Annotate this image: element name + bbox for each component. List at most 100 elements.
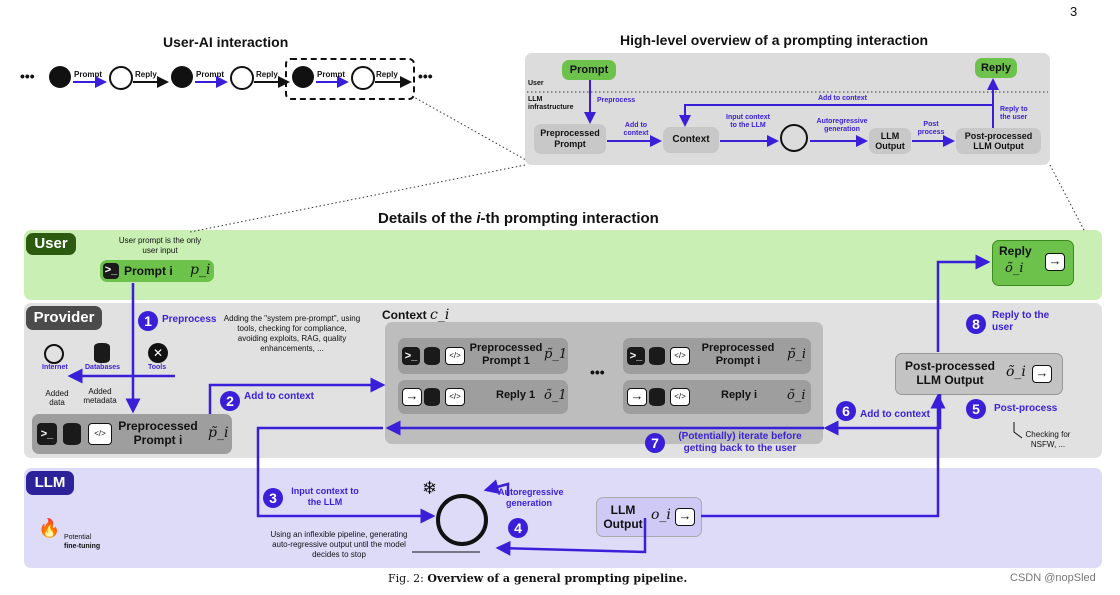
context-r1-label: Reply 1 (496, 389, 536, 401)
llm-output-label: LLM Output (603, 503, 643, 531)
user-note: User prompt is the only user input (118, 236, 202, 255)
database-icon (424, 347, 440, 365)
reply-label: Reply (135, 70, 157, 79)
database-icon (94, 343, 110, 363)
database-icon (424, 388, 440, 406)
step-6-label: Add to context (860, 409, 930, 420)
step-2-badge: 2 (220, 391, 240, 411)
overview-preprocessed-prompt: Preprocessed Prompt (534, 124, 606, 154)
preprocessed-var: p̃_i (208, 425, 229, 441)
step-1-badge: 1 (138, 311, 158, 331)
preprocessed-prompt-i-label: Preprocessed Prompt i (118, 419, 198, 447)
output-icon: → (402, 388, 422, 406)
database-icon (649, 347, 665, 365)
overview-llm-output: LLM Output (869, 128, 911, 154)
user-ai-title: User-AI interaction (163, 34, 289, 50)
step-4-badge: 4 (508, 518, 528, 538)
reply-label: Reply (376, 70, 398, 79)
overview-user-lane: User (528, 80, 544, 87)
added-metadata-label: Added metadata (83, 387, 117, 405)
prompt-i-label: Prompt i (124, 264, 173, 278)
overview-title: High-level overview of a prompting inter… (620, 32, 929, 48)
code-icon: </> (445, 347, 465, 365)
provider-lane-label: Provider (26, 306, 102, 330)
ellipsis-right: ••• (418, 68, 433, 84)
step-5-badge: 5 (966, 399, 986, 419)
reply-box: Reply õ_i → (992, 240, 1074, 286)
user-avatar-icon (292, 66, 314, 88)
step-4-note: Using an inflexible pipeline, generating… (270, 530, 408, 559)
openai-logo-icon (230, 66, 254, 90)
step-5-note: Checking for NSFW, ... (1025, 430, 1071, 449)
context-ppi-var: p̃_i (787, 347, 806, 362)
snowflake-icon: ❄ (422, 478, 438, 498)
code-icon: </> (445, 388, 465, 406)
context-preprocessed-prompt-i: >_ </> Preprocessed Prompt i p̃_i (623, 338, 811, 374)
step-5-label: Post-process (994, 403, 1058, 414)
database-icon (649, 388, 665, 406)
code-icon: </> (670, 388, 690, 406)
llm-lane (24, 468, 1102, 568)
step-3-badge: 3 (263, 488, 283, 508)
overview-add-context-label: Add to context (623, 122, 649, 137)
llm-output-var: o_i (651, 507, 671, 523)
prompt-i-box: >_ Prompt i p_i (100, 260, 214, 282)
preprocessed-prompt-i-box: >_ </> Preprocessed Prompt i p̃_i (32, 414, 232, 454)
overview-reply-to-user-label: Reply to the user (1000, 106, 1028, 121)
context-ri-label: Reply i (721, 389, 758, 401)
prompt-label: Prompt (317, 70, 345, 79)
globe-icon (44, 344, 64, 364)
fine-tuning-label-1: Potential (64, 534, 92, 541)
llm-logo-icon (436, 494, 488, 546)
figure-caption: Fig. 2: Overview of a general prompting … (388, 572, 688, 585)
details-title: Details of the i-th prompting interactio… (378, 210, 659, 227)
step-8-label: Reply to the user (992, 310, 1050, 333)
step-7-label: (Potentially) iterate before getting bac… (678, 431, 802, 454)
context-reply-1: → </> Reply 1 õ_1 (398, 380, 568, 414)
step-6-badge: 6 (836, 401, 856, 421)
post-processed-output-box: Post-processed LLM Output õ_i → (895, 353, 1063, 395)
context-reply-i: → </> Reply i õ_i (623, 380, 811, 414)
output-icon: → (675, 508, 695, 526)
output-icon: → (1045, 253, 1065, 271)
fine-tuning-label-2: fine-tuning (64, 543, 101, 550)
reply-label: Reply (256, 70, 278, 79)
databases-label: Databases (85, 364, 121, 371)
step-1-label: Preprocess (162, 314, 217, 325)
database-icon (63, 423, 81, 445)
output-icon: → (1032, 365, 1052, 383)
output-icon: → (627, 388, 647, 406)
terminal-icon: >_ (627, 347, 645, 365)
step-1-note: Adding the "system pre-prompt", using to… (223, 314, 361, 353)
prompt-label: Prompt (196, 70, 224, 79)
context-preprocessed-prompt-1: >_ </> Preprocessed Prompt 1 p̃_1 (398, 338, 568, 374)
overview-context-box: Context (663, 127, 719, 153)
terminal-icon: >_ (37, 423, 57, 445)
overview-postprocess-label: Post process (917, 121, 945, 136)
overview-autoregressive-label: Autoregressive generation (816, 118, 868, 133)
watermark: CSDN @nopSled (1010, 572, 1096, 584)
reply-var: õ_i (1005, 261, 1024, 276)
overview-add-context-top-label: Add to context (818, 95, 867, 102)
overview-preprocess-label: Preprocess (597, 97, 636, 104)
tools-label: Tools (148, 364, 167, 371)
post-processed-var: õ_i (1006, 364, 1026, 380)
prompt-label: Prompt (74, 70, 102, 79)
context-ppi-label: Preprocessed Prompt i (701, 342, 775, 367)
context-ri-var: õ_i (787, 388, 806, 403)
context-pp1-var: p̃_1 (544, 347, 568, 362)
context-ellipsis: ••• (590, 364, 605, 380)
overview-llm-lane: LLM infrastructure (528, 96, 574, 111)
user-lane-label: User (26, 233, 76, 255)
overview-input-context-label: Input context to the LLM (726, 114, 770, 129)
page-number: 3 (1070, 4, 1078, 19)
overview-llm-logo-icon (780, 124, 808, 152)
context-r1-var: õ_1 (544, 388, 567, 403)
step-8-badge: 8 (966, 314, 986, 334)
context-title: Context c_i (382, 307, 450, 323)
step-7-badge: 7 (645, 433, 665, 453)
context-pp1-label: Preprocessed Prompt 1 (469, 342, 543, 367)
ellipsis-left: ••• (20, 68, 35, 84)
terminal-icon: >_ (402, 347, 420, 365)
llm-lane-label: LLM (26, 471, 74, 495)
